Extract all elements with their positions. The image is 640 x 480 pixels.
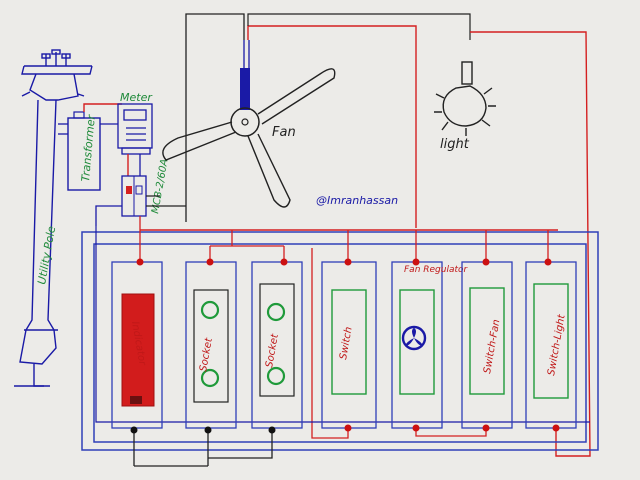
black-return-wires [133, 430, 273, 467]
socket-hole-icon [266, 302, 286, 322]
switch-board [81, 231, 599, 451]
terminal-top [136, 258, 144, 266]
socket-hole-icon [200, 300, 220, 320]
switch-light-label: Switch-Light [546, 313, 568, 377]
switch-module [321, 258, 377, 432]
socket-2-label: Socket [264, 332, 281, 368]
light-label: light [440, 137, 470, 152]
fan-regulator-knob-icon [401, 325, 427, 351]
meter-label: Meter [120, 91, 153, 104]
phase-wire-ceiling [247, 25, 417, 228]
fan-regulator-module [391, 258, 443, 432]
socket-hole-icon [266, 366, 286, 386]
bulb-icon [434, 61, 496, 136]
energy-meter [117, 103, 153, 155]
switch-fan-module [461, 258, 513, 432]
switch-label: Switch [338, 326, 355, 360]
transformer-label: Transformer [79, 113, 98, 182]
terminal-bottom [130, 426, 138, 434]
transformer [58, 111, 101, 191]
utility-pole-label: Utility Pole [35, 225, 58, 286]
phase-wire-light-return [470, 31, 591, 457]
switch-fan-label: Switch-Fan [482, 319, 502, 375]
mcb-breaker [121, 175, 147, 217]
phase-wire-transformer [83, 103, 122, 112]
utility-pole [14, 49, 93, 387]
socket-hole-icon [200, 368, 220, 388]
switch-light-module [525, 258, 577, 432]
socket-module-1 [185, 258, 237, 434]
fan-regulator-label: Fan Regulator [404, 265, 469, 275]
socket-1-label: Socket [198, 336, 215, 372]
black-supply-wire [146, 13, 245, 222]
fan-label: Fan [272, 125, 296, 140]
socket-module-2 [251, 258, 303, 434]
ceiling-fan-icon [162, 40, 336, 208]
indicator-module [111, 258, 163, 434]
black-wire-light [247, 13, 471, 40]
credit-handle: @Imranhassan [316, 194, 398, 207]
